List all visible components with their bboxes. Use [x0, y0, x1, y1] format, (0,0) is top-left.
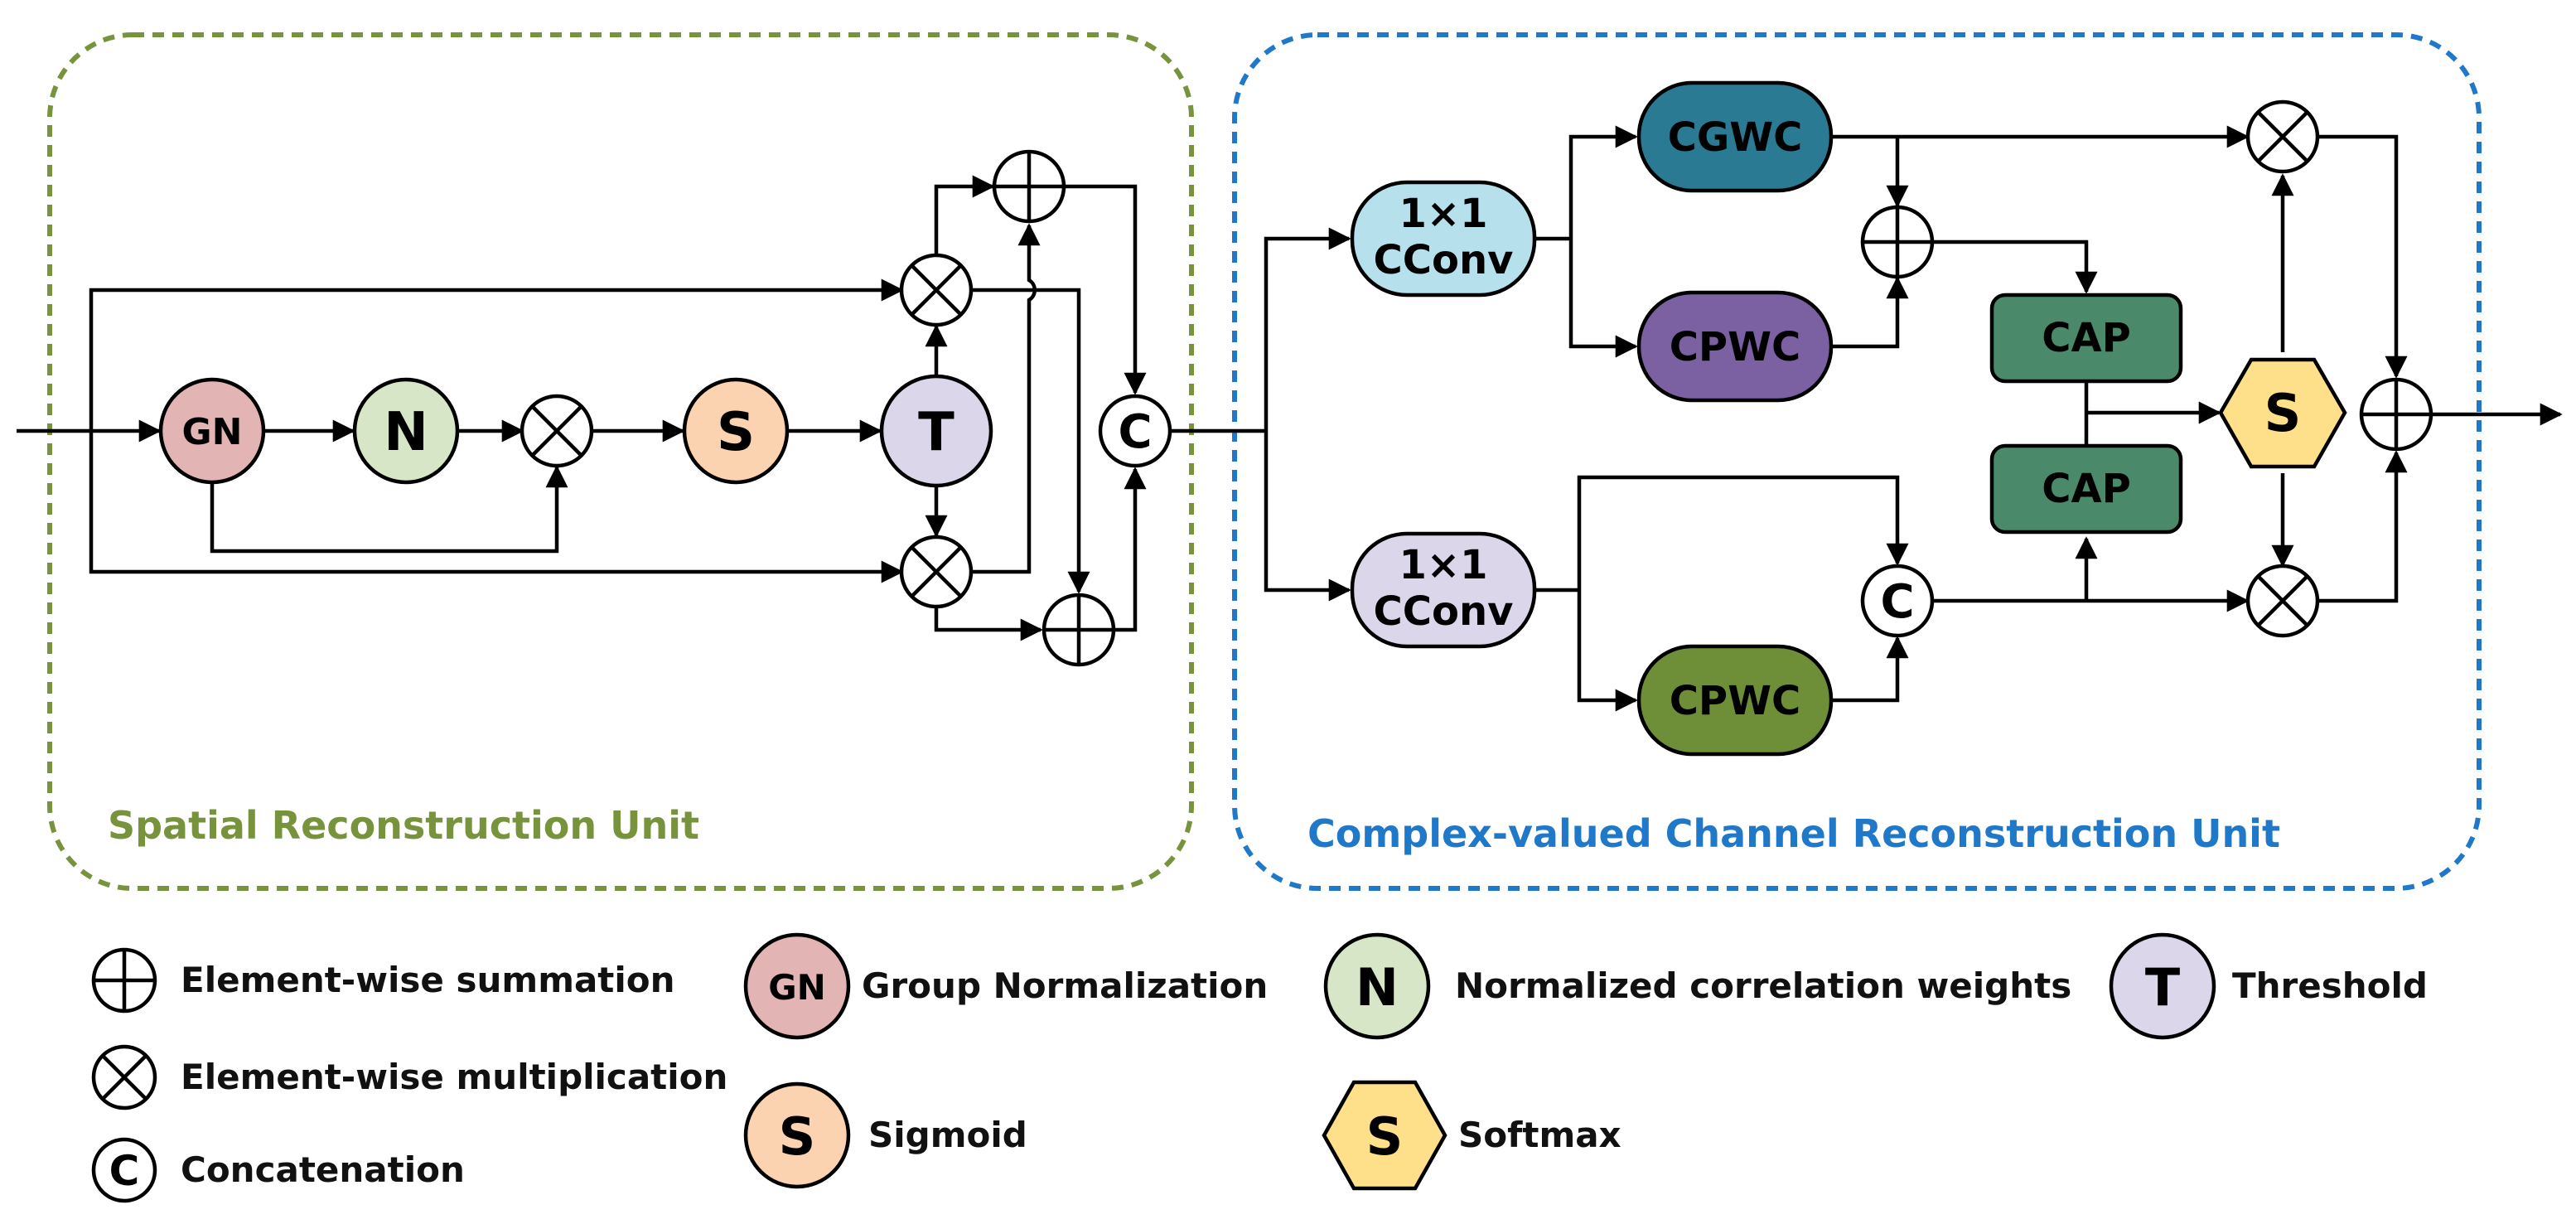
cgwc-node: CGWC	[1636, 80, 1834, 193]
legend-sum-label: Element-wise summation	[181, 960, 675, 1000]
cconv-bottom-line1: 1×1	[1399, 542, 1487, 588]
softmax-label: S	[2264, 383, 2302, 443]
cgwc-label: CGWC	[1668, 114, 1803, 161]
spatial-unit-frame	[47, 32, 1194, 891]
legend-gn-label: Group Normalization	[862, 965, 1268, 1006]
legend-threshold: T Threshold	[2109, 932, 2428, 1040]
legend-softmax: S Softmax	[1322, 1080, 1621, 1191]
legend-sigmoid-label: Sigmoid	[868, 1115, 1027, 1155]
sum-op-top	[992, 149, 1066, 224]
sigmoid-node: S	[682, 377, 790, 485]
legend-threshold-label: Threshold	[2232, 965, 2428, 1006]
channel-unit-frame	[1232, 32, 2482, 891]
softmax-node: S	[2218, 357, 2347, 469]
legend-n: N Normalized correlation weights	[1323, 932, 2071, 1040]
legend-sum: Element-wise summation	[91, 947, 675, 1014]
channel-connectors	[1170, 125, 2563, 712]
multiply-op-spatial	[520, 394, 594, 468]
legend-sigmoid: S Sigmoid	[743, 1081, 1027, 1189]
legend: Element-wise summation Element-wise mult…	[91, 932, 2428, 1203]
multiply-op-top	[899, 253, 974, 327]
cconv-bottom-line2: CConv	[1374, 588, 1514, 635]
cpwc-top-label: CPWC	[1670, 324, 1801, 370]
svg-text:1×1: 1×1	[1399, 542, 1487, 588]
svg-text:1×1: 1×1	[1399, 191, 1487, 237]
concat-label: C	[1118, 405, 1152, 459]
legend-mul-label: Element-wise multiplication	[181, 1057, 727, 1097]
cconv-top-line2: CConv	[1374, 237, 1514, 283]
legend-n-symbol: N	[1356, 957, 1399, 1018]
sum-op-channel	[1860, 205, 1935, 279]
cpwc-bottom-label: CPWC	[1670, 678, 1801, 724]
multiply-op-bottom	[899, 535, 974, 609]
legend-mul: Element-wise multiplication	[91, 1044, 727, 1110]
cap-bottom-label: CAP	[2042, 466, 2131, 512]
sum-op-final	[2359, 377, 2433, 452]
cap-bottom-node: CAP	[1989, 443, 2183, 535]
threshold-node: T	[879, 374, 993, 488]
sigmoid-label: S	[717, 402, 755, 463]
legend-threshold-symbol: T	[2145, 957, 2180, 1018]
legend-n-label: Normalized correlation weights	[1455, 965, 2071, 1006]
spatial-connectors	[17, 175, 1147, 641]
multiply-op-channel-top	[2245, 99, 2320, 174]
legend-concat-label: Concatenation	[181, 1149, 465, 1190]
cap-top-label: CAP	[2042, 315, 2131, 361]
cconv-top-line1: 1×1	[1399, 191, 1487, 237]
legend-concat-symbol: C	[109, 1147, 140, 1195]
legend-sigmoid-symbol: S	[779, 1106, 816, 1167]
n-label: N	[384, 402, 428, 463]
channel-unit-title: Complex-valued Channel Reconstruction Un…	[1307, 811, 2280, 856]
cap-top-node: CAP	[1989, 293, 2183, 384]
concat-channel-label: C	[1880, 575, 1914, 629]
n-node: N	[352, 377, 460, 485]
concat-op-spatial: C	[1098, 394, 1172, 468]
concat-op-channel: C	[1860, 564, 1935, 638]
legend-softmax-symbol: S	[1366, 1106, 1404, 1167]
cconv-bottom-node: 1×1 CConv	[1350, 531, 1537, 649]
gn-node: GN	[158, 377, 266, 485]
legend-concat: C Concatenation	[91, 1137, 465, 1203]
threshold-label: T	[918, 402, 955, 463]
multiply-op-channel-bottom	[2245, 564, 2320, 638]
legend-softmax-label: Softmax	[1458, 1115, 1621, 1155]
cpwc-top-node: CPWC	[1636, 290, 1834, 403]
gn-label: GN	[182, 411, 243, 453]
svg-text:CConv: CConv	[1374, 588, 1514, 635]
sum-op-bottom	[1042, 593, 1116, 667]
spatial-unit-title: Spatial Reconstruction Unit	[108, 803, 699, 848]
legend-gn: GN Group Normalization	[743, 932, 1268, 1040]
svg-text:CConv: CConv	[1374, 237, 1514, 283]
cconv-top-node: 1×1 CConv	[1350, 180, 1537, 298]
legend-gn-symbol: GN	[768, 967, 826, 1008]
cpwc-bottom-node: CPWC	[1636, 644, 1834, 757]
